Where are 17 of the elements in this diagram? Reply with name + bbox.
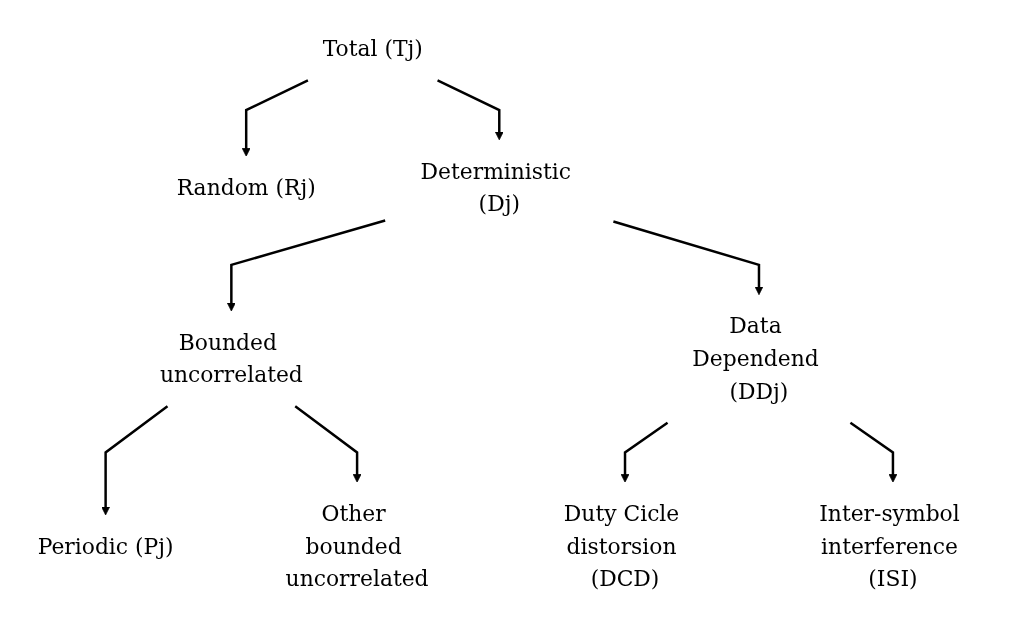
node-text: Other bounded uncorrelated xyxy=(285,501,429,592)
arrow xyxy=(101,405,169,516)
arrow xyxy=(227,219,386,312)
arrow xyxy=(613,220,764,296)
node-text: Total (Tj) xyxy=(322,36,423,62)
arrow xyxy=(849,421,898,483)
node-text: Deterministic (Dj) xyxy=(420,158,572,217)
arrow xyxy=(241,79,309,157)
node-text: Bounded uncorrelated xyxy=(159,329,303,388)
arrow xyxy=(620,421,669,483)
node-text: Duty Cicle distorsion (DCD) xyxy=(563,501,680,592)
node-text: Periodic (Pj) xyxy=(37,533,174,559)
node-text: Random (Rj) xyxy=(176,175,316,200)
arrow xyxy=(294,405,362,483)
node-text: Inter-symbol interference (ISI) xyxy=(819,501,960,592)
node-text: Data Dependend (DDj) xyxy=(692,313,819,404)
arrow xyxy=(437,79,504,141)
